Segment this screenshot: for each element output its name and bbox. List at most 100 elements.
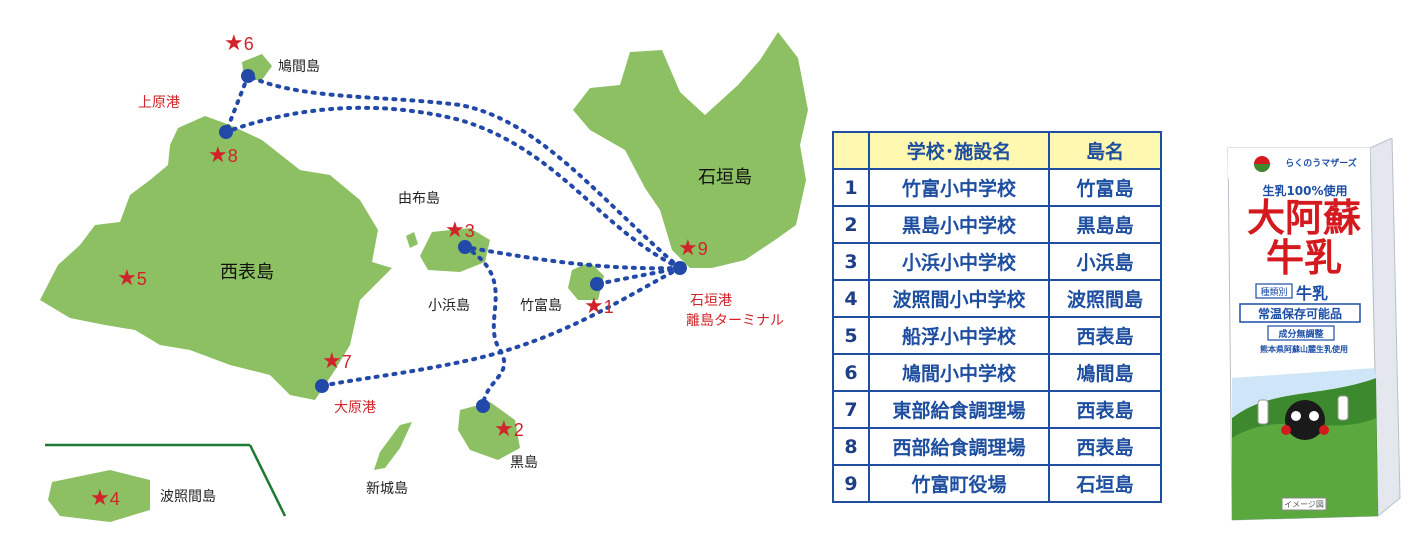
star-marker-6: ★6 xyxy=(224,30,254,55)
label-kuroshima: 黒島 xyxy=(510,455,538,471)
aragusuku-island-shape xyxy=(374,422,412,470)
star-marker-4: ★4 xyxy=(90,485,120,510)
row-number: 3 xyxy=(832,242,870,281)
milk-carton-graphic xyxy=(1227,138,1401,521)
row-number: 4 xyxy=(832,279,870,318)
route-kohama-kuroshima xyxy=(463,245,507,408)
row-number: 7 xyxy=(832,390,870,429)
type-label-box xyxy=(1255,283,1293,299)
star-icon: ★ xyxy=(322,348,342,373)
label-iriomote: 西表島 xyxy=(220,262,274,283)
port-dot-taketomi xyxy=(590,277,604,291)
yubu-island-shape xyxy=(406,232,418,248)
row-name: 黒島小中学校 xyxy=(868,205,1050,244)
milk-source: 熊本県阿蘇山麓生乳使用 xyxy=(1260,345,1348,354)
row-island: 竹富島 xyxy=(1048,168,1162,207)
milk-storage: 常温保存可能品 xyxy=(1257,307,1342,321)
table-header-no xyxy=(832,131,870,170)
row-island: 黒島島 xyxy=(1048,205,1162,244)
inset-divider-diagonal xyxy=(248,444,287,517)
row-island: 小浜島 xyxy=(1048,242,1162,281)
row-name: 鳩間小中学校 xyxy=(868,353,1050,392)
image-note-box xyxy=(1281,497,1327,511)
star-marker-3: ★3 xyxy=(445,217,475,242)
route-ishigaki-kohama xyxy=(463,245,682,271)
kuroshima-island-shape xyxy=(458,402,520,460)
port-dot-ishigaki xyxy=(673,261,687,275)
carton-top-band xyxy=(1228,148,1370,178)
no-adjust-box xyxy=(1267,325,1335,341)
label-hateruma: 波照間島 xyxy=(160,489,216,505)
label-hatoma: 鳩間島 xyxy=(278,59,320,75)
star-marker-2: ★2 xyxy=(494,416,524,441)
row-number: 9 xyxy=(832,464,870,503)
star-icon: ★ xyxy=(117,265,137,290)
row-number: 6 xyxy=(832,353,870,392)
label-taketomi: 竹富島 xyxy=(520,298,562,314)
row-island: 石垣島 xyxy=(1048,464,1162,503)
row-island: 波照間島 xyxy=(1048,279,1162,318)
table-header-island: 島名 xyxy=(1048,131,1162,170)
table-header-name: 学校･施設名 xyxy=(868,131,1050,170)
star-icon: ★ xyxy=(584,293,604,318)
row-name: 東部給食調理場 xyxy=(868,390,1050,429)
port-dot-uehara xyxy=(219,125,233,139)
row-number: 1 xyxy=(832,168,870,207)
row-name: 小浜小中学校 xyxy=(868,242,1050,281)
port-dot-kuroshima xyxy=(476,399,490,413)
ishigaki-island-shape xyxy=(573,32,808,268)
row-name: 竹富町役場 xyxy=(868,464,1050,503)
iriomote-island-shape xyxy=(40,116,392,400)
storage-box xyxy=(1239,303,1361,323)
star-icon: ★ xyxy=(208,142,228,167)
star-marker-8: ★8 xyxy=(208,142,238,167)
port-dot-ohara xyxy=(315,379,329,393)
star-icon: ★ xyxy=(678,235,698,260)
star-icon: ★ xyxy=(90,485,110,510)
row-number: 5 xyxy=(832,316,870,355)
row-name: 竹富小中学校 xyxy=(868,168,1050,207)
label-ishigaki-terminal: 離島ターミナル xyxy=(686,313,784,329)
ferry-routes xyxy=(224,74,682,408)
star-icon: ★ xyxy=(494,416,514,441)
row-name: 西部給食調理場 xyxy=(868,427,1050,466)
row-name: 波照間小中学校 xyxy=(868,279,1050,318)
row-number: 2 xyxy=(832,205,870,244)
star-icon: ★ xyxy=(445,217,465,242)
label-aragusuku: 新城島 xyxy=(366,481,408,497)
map-graphic xyxy=(40,32,808,522)
label-ishigaki-port: 石垣港 xyxy=(690,293,732,309)
label-ohara-port: 大原港 xyxy=(334,400,376,416)
milk-subtitle: 生乳100%使用 xyxy=(1262,184,1348,198)
milk-image-note: イメージ図 xyxy=(1284,500,1324,509)
row-island: 鳩間島 xyxy=(1048,353,1162,392)
label-uehara-port: 上原港 xyxy=(138,95,180,111)
label-ishigaki: 石垣島 xyxy=(698,167,752,188)
label-yubu: 由布島 xyxy=(398,191,440,207)
milk-no-adjust: 成分無調整 xyxy=(1278,330,1324,340)
label-kohama: 小浜島 xyxy=(428,298,470,314)
row-number: 8 xyxy=(832,427,870,466)
row-island: 西表島 xyxy=(1048,427,1162,466)
row-island: 西表島 xyxy=(1048,390,1162,429)
star-marker-1: ★1 xyxy=(584,293,614,318)
star-marker-7: ★7 xyxy=(322,348,352,373)
route-ishigaki-taketomi xyxy=(595,266,682,286)
table-header-row: 学校･施設名 島名 xyxy=(832,131,1162,170)
milk-bottle-icon xyxy=(1257,399,1269,425)
ferry-route-map: 鳩間島 由布島 西表島 石垣島 小浜島 竹富島 黒島 新城島 波照間島 上原港 … xyxy=(40,30,808,522)
milk-title-2: 牛乳 xyxy=(1265,236,1342,280)
milk-carton-image: らくのうマザーズ 生乳100%使用 大阿蘇 牛乳 種類別 牛乳 常温保存可能品 … xyxy=(1210,138,1405,524)
star-marker-5: ★5 xyxy=(117,265,147,290)
milk-brand: らくのうマザーズ xyxy=(1285,159,1357,169)
milk-title-1: 大阿蘇 xyxy=(1246,196,1361,240)
route-ishigaki-ohara xyxy=(320,266,682,388)
hateruma-island-shape xyxy=(48,470,150,522)
